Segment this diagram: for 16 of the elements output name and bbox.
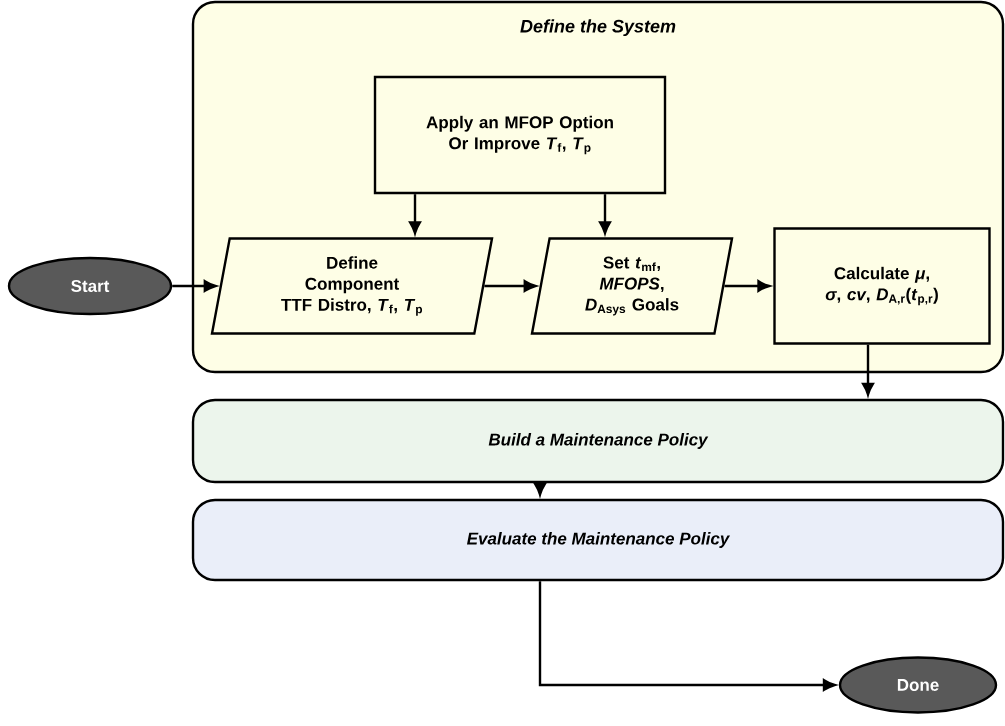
arrow	[599, 194, 611, 235]
arrow	[484, 280, 537, 292]
process-box: Calculate μ, σ, cv, D$_{A,r}$(t$_{p,r}$)	[773, 227, 991, 345]
arrow	[724, 280, 771, 292]
end-terminal: Done	[838, 656, 998, 714]
arrow	[862, 344, 874, 396]
start-terminal: Start	[7, 256, 173, 316]
input-parallelogram: Set t$_{mf}$, MFOPS, D$_{Asys}$ Goals	[530, 237, 734, 335]
stage-band: Build a Maintenance Policy	[191, 398, 1005, 484]
stage-band: Evaluate the Maintenance Policy	[191, 498, 1005, 582]
process-box: Apply an MFOP Option Or Improve T$_{f}$, T$_{p}$	[373, 75, 667, 195]
arrow	[538, 581, 836, 691]
arrow	[409, 194, 421, 235]
input-parallelogram: Define Component TTF Distro, T$_{f}$, T$_{p}$	[210, 237, 494, 335]
arrow	[172, 280, 217, 292]
arrow	[534, 482, 546, 496]
